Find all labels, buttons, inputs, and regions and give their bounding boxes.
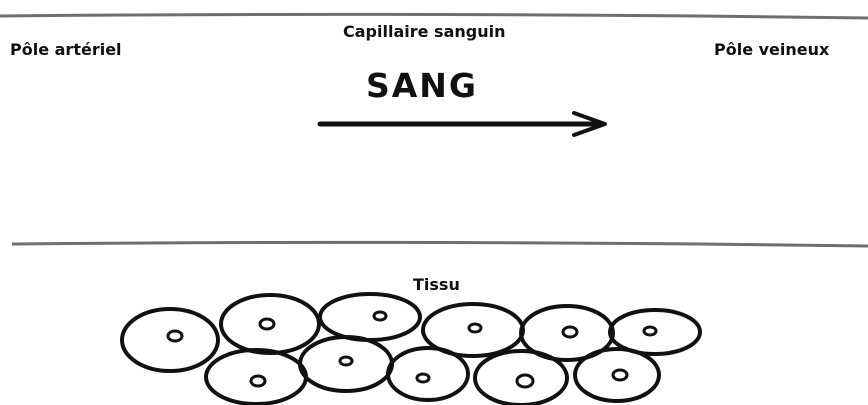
arterial-pole-label: Pôle artériel [10, 40, 122, 59]
venous-pole-label: Pôle veineux [714, 40, 829, 59]
tissue-cell [320, 294, 420, 340]
capillary-wall-top [0, 14, 868, 18]
tissue-cell [221, 295, 319, 353]
blood-flow-arrow [320, 113, 605, 135]
blood-label: SANG [366, 66, 478, 105]
capillary-title: Capillaire sanguin [343, 22, 505, 41]
tissue-cell [475, 351, 567, 405]
tissue-cell [206, 350, 306, 404]
capillary-wall-bottom [12, 242, 868, 246]
tissue-title: Tissu [413, 275, 460, 294]
tissue-cell [122, 309, 218, 371]
tissue-cell [388, 348, 468, 400]
tissue-cell [575, 349, 659, 401]
tissue-cell [300, 337, 392, 391]
